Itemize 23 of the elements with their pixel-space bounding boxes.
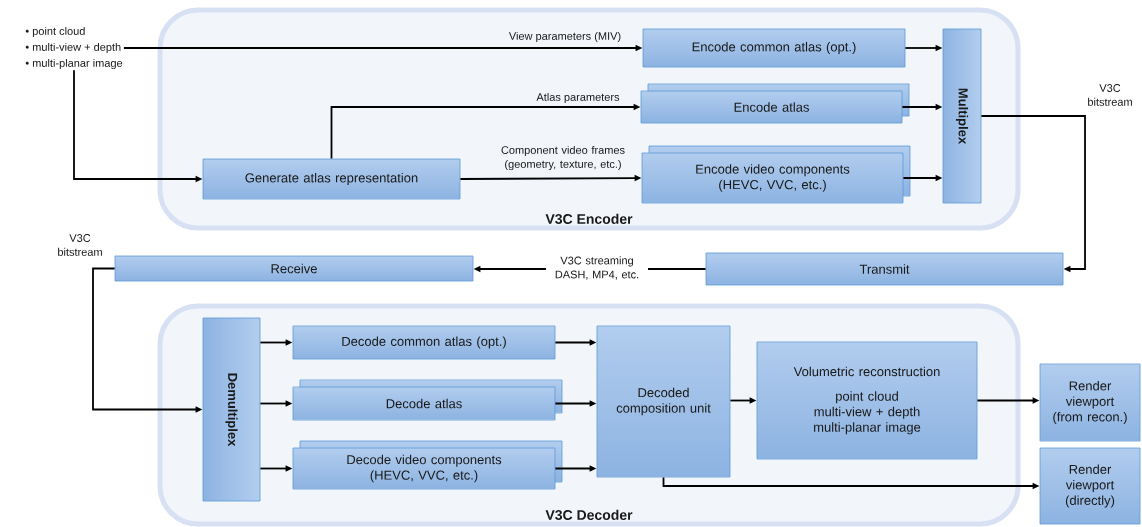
arrow	[980, 115, 1086, 273]
process-box: Volumetric reconstruction point cloud multi-view + depth multi-planar image	[756, 341, 978, 460]
edge-label: Component video frames (geometry, texture, etc.)	[501, 145, 625, 171]
edge-label: V3C bitstream	[58, 234, 102, 256]
edge-label: V3C streaming DASH, MP4, etc.	[546, 255, 648, 281]
process-box: Render viewport (directly)	[1039, 447, 1141, 525]
process-box: Encode common atlas (opt.)	[642, 28, 906, 68]
process-box: Encode video components (HEVC, VVC, etc.)	[641, 145, 911, 204]
process-box: Decoded composition unit	[596, 325, 731, 478]
edge-label: V3C bitstream	[1088, 84, 1132, 106]
multiplex-bar: Multiplex	[942, 28, 982, 204]
process-box: Receive	[114, 255, 474, 282]
process-box: Render viewport (from recon.)	[1039, 363, 1141, 442]
process-box: Generate atlas representation	[202, 158, 461, 200]
process-box: Decode atlas	[292, 379, 563, 421]
demultiplex-bar: Demultiplex	[202, 317, 261, 502]
edge-label: Atlas parameters	[536, 92, 620, 104]
edge-label: View parameters (MIV)	[508, 31, 621, 43]
process-box: Transmit	[705, 252, 1064, 286]
process-box: Decode video components (HEVC, VVC, etc.)	[292, 440, 563, 490]
process-box: Decode common atlas (opt.)	[292, 325, 556, 360]
process-box: Encode atlas	[640, 83, 910, 124]
input-list: • point cloud • multi-view + depth • multi-planar image	[25, 26, 123, 70]
